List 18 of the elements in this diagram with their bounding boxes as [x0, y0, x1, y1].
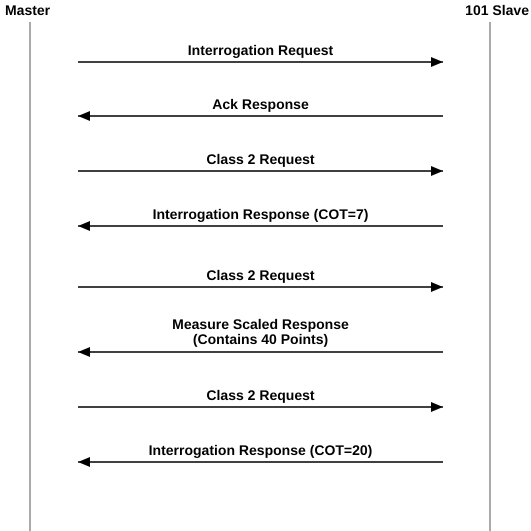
message-arrow: [78, 111, 443, 121]
participant-heading: 101 Slave: [465, 2, 529, 18]
participant-heading: Master: [5, 2, 50, 18]
message-label: Class 2 Request: [206, 388, 315, 403]
message-label: Measure Scaled Response (Contains 40 Points): [171, 317, 350, 347]
message-label: Ack Response: [212, 97, 309, 112]
message-arrow: [78, 347, 443, 357]
message-arrow: [78, 402, 443, 412]
message-arrow: [78, 282, 443, 292]
message-label: Class 2 Request: [206, 268, 315, 283]
message-label: Interrogation Response (COT=7): [152, 207, 368, 222]
message-label: Interrogation Response (COT=20): [148, 443, 372, 458]
message-arrow: [78, 221, 443, 231]
message-label: Interrogation Request: [188, 43, 334, 58]
message-arrow: [78, 166, 443, 176]
message-arrow: [78, 57, 443, 67]
message-label: Class 2 Request: [206, 152, 315, 167]
message-arrow: [78, 457, 443, 467]
